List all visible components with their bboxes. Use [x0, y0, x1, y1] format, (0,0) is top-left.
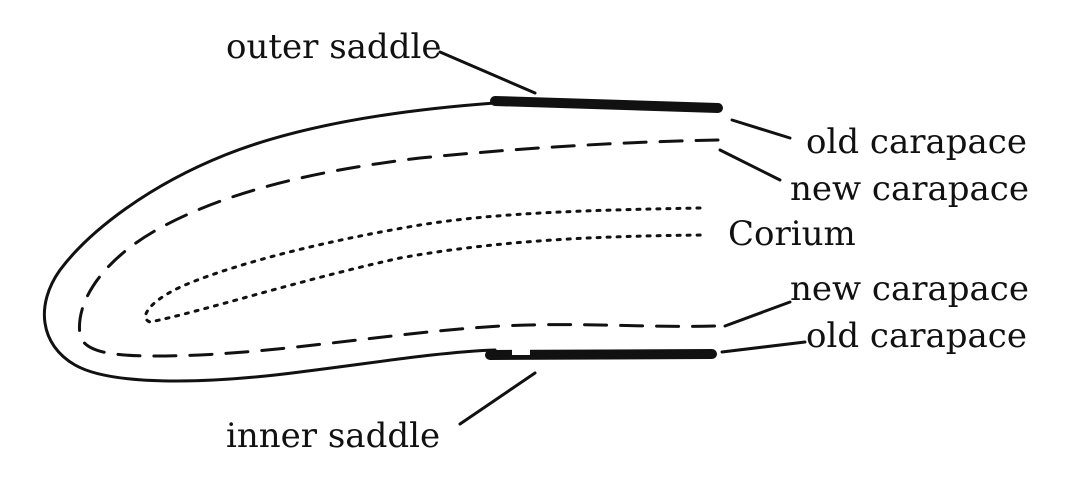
label-new-carapace-bottom: new carapace	[790, 269, 1029, 309]
label-new-carapace-top: new carapace	[790, 169, 1029, 209]
inner-saddle-notch	[512, 349, 530, 355]
label-inner-saddle: inner saddle	[226, 416, 440, 456]
label-outer-saddle: outer saddle	[226, 27, 441, 67]
outer-saddle-bar	[490, 96, 723, 113]
old-carapace-outline	[42, 101, 497, 383]
label-old-carapace-top: old carapace	[806, 122, 1027, 162]
new-carapace-outline	[77, 138, 720, 358]
leader-new-carapace-bottom	[723, 300, 792, 328]
corium-outline	[144, 206, 707, 324]
leader-outer-saddle	[438, 50, 537, 95]
leader-old-carapace-top	[730, 118, 792, 140]
leader-new-carapace-top	[718, 148, 782, 182]
label-corium: Corium	[728, 214, 856, 254]
label-old-carapace-bottom: old carapace	[806, 316, 1027, 356]
leader-old-carapace-bottom	[720, 340, 807, 354]
leader-inner-saddle	[458, 371, 537, 426]
